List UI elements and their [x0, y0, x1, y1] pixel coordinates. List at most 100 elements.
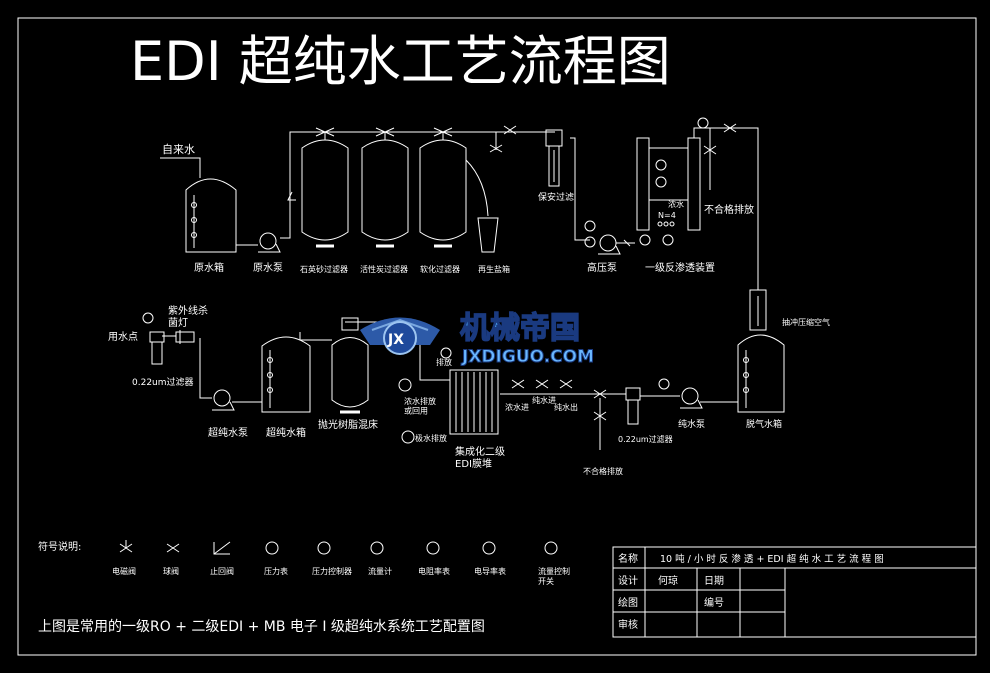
motor-valve-2 — [723, 123, 737, 133]
regen-pipe — [465, 159, 489, 217]
legend-ball-valve-icon — [166, 543, 180, 553]
conc-water2-label: 浓水进 — [505, 402, 529, 412]
ro-unit-label: 一级反渗透装置 — [645, 261, 715, 274]
raw-water-tank — [185, 178, 237, 253]
regen-tank-label: 再生盐箱 — [478, 264, 510, 274]
caption: 上图是常用的一级RO + 二级EDI + MB 电子 I 级超纯水系统工艺配置图 — [38, 619, 485, 635]
legend-label-check-valve: 止回阀 — [210, 566, 234, 576]
drawing-title: EDI 超纯水工艺流程图 — [130, 30, 671, 93]
tap-water-pipe — [160, 157, 201, 178]
filter-header-pipe — [280, 131, 490, 239]
motor-valve-4 — [593, 389, 607, 399]
pure-out-label: 纯水出 — [554, 402, 578, 412]
legend-label-Pc: 压力控制器 — [312, 566, 352, 576]
motor-valve-3 — [703, 145, 717, 155]
legend-conductivity-icon — [482, 541, 496, 555]
carbon-filter-label: 活性炭过滤器 — [360, 264, 408, 274]
legend-label-F: 流量计 — [368, 566, 392, 576]
regen-salt-tank — [477, 217, 499, 253]
pure-in-label: 纯水进 — [532, 395, 556, 405]
hp-pump-label: 高压泵 — [587, 261, 617, 274]
motor-valve-1 — [503, 125, 517, 135]
legend-flow-meter-icon — [370, 541, 384, 555]
legend-heading: 符号说明: — [38, 540, 81, 553]
pipe-polish-to-tank — [299, 332, 332, 341]
filter-022-right — [625, 387, 641, 425]
legend-pressure-gauge-icon — [265, 541, 279, 555]
ultra-pump-label: 超纯水泵 — [208, 426, 248, 439]
tb-review-label: 审核 — [618, 618, 638, 631]
pure-pump-label: 纯水泵 — [678, 418, 705, 430]
watermark-title: 机械帝国 — [460, 311, 580, 346]
drain-label: 排放 — [436, 357, 452, 367]
raw-water-pump — [258, 232, 281, 253]
sand-filter-label: 石英砂过滤器 — [300, 264, 348, 274]
legend-label-R: 电阻率表 — [418, 566, 450, 576]
ro-conc-label: 浓水 — [668, 199, 684, 209]
ro-n4-label: N=4 — [658, 211, 676, 220]
edi-stack — [449, 369, 499, 435]
ultrapure-water-tank — [261, 336, 311, 413]
hp-pump — [598, 234, 621, 255]
uv-lamp-label: 紫外线杀菌灯 — [168, 304, 208, 329]
check-valve-2 — [623, 239, 631, 247]
tb-name-label: 名称 — [618, 552, 638, 565]
watermark: JX 机械帝国 JXDIGUO.COM — [360, 310, 595, 368]
legend-label-P: 压力表 — [264, 566, 288, 576]
legend-label-C: 电导率表 — [474, 566, 506, 576]
legend-labels: 电磁阀球阀止回阀压力表压力控制器流量计电阻率表电导率表流量控制开关 — [112, 566, 570, 586]
motor-valve-5 — [511, 379, 525, 389]
ro-permeate-pipe — [693, 127, 759, 290]
polish-resin-bed — [331, 317, 369, 414]
resistivity-meter-1 — [142, 312, 154, 324]
raw-pump-label: 原水泵 — [253, 262, 283, 274]
drawing-border — [17, 17, 977, 656]
watermark-logo-icon — [383, 321, 417, 355]
softener-filter — [419, 127, 467, 248]
watermark-logo-text: JX — [387, 332, 404, 348]
legend-flow-switch-icon — [544, 541, 558, 555]
flow-switch-1 — [398, 378, 412, 392]
legend-resistivity-icon — [426, 541, 440, 555]
tb-design-label: 设计 — [618, 574, 638, 587]
security-filter — [545, 129, 563, 187]
pole-drain-label: 极水排放 — [415, 433, 447, 443]
degas-tank-label: 脱气水箱 — [746, 418, 782, 430]
degas-water-tank — [737, 334, 785, 413]
tb-draw-label: 绘图 — [618, 596, 638, 609]
motor-valve-6 — [535, 379, 549, 389]
flow-switch-2 — [401, 430, 415, 444]
conc-reuse-label: 浓水排放或回用 — [404, 396, 436, 416]
tap-water-label: 自来水 — [162, 143, 195, 156]
polish-bed-label: 抛光树脂混床 — [318, 418, 378, 431]
legend-label-motor-valve: 电磁阀 — [112, 566, 136, 576]
softener-label: 软化过滤器 — [420, 264, 460, 274]
filter-022-left — [149, 331, 165, 365]
legend-motor-valve-icon — [119, 540, 133, 553]
pressure-gauge-3 — [440, 347, 452, 359]
tb-number-label: 编号 — [704, 596, 724, 609]
legend-pressure-controller-icon — [317, 541, 331, 555]
tb-name-value: 10 吨 / 小 时 反 渗 透 + EDI 超 纯 水 工 艺 流 程 图 — [660, 553, 884, 565]
tb-design-value: 何琼 — [658, 574, 678, 587]
ro-unit — [636, 137, 701, 246]
motor-valve-7 — [559, 379, 573, 389]
legend-label-FK: 流量控制开关 — [538, 566, 570, 586]
title-block — [612, 546, 977, 638]
filter-022-right-label: 0.22um过滤器 — [618, 434, 673, 444]
legend-check-valve-icon — [213, 541, 231, 555]
pipe-to-hp-pump — [570, 137, 590, 241]
raw-tank-label: 原水箱 — [194, 261, 224, 274]
pressure-controller-1 — [584, 236, 596, 248]
security-filter-label: 保安过滤 — [538, 191, 574, 203]
filter-022-left-label: 0.22um过滤器 — [132, 376, 194, 388]
pressure-gauge-1 — [584, 220, 596, 232]
ultrapure-pump — [212, 389, 235, 411]
conductivity-meter-1 — [697, 117, 709, 129]
degas-tower — [749, 289, 767, 331]
carbon-filter — [361, 127, 409, 248]
pure-water-pump — [680, 387, 703, 409]
